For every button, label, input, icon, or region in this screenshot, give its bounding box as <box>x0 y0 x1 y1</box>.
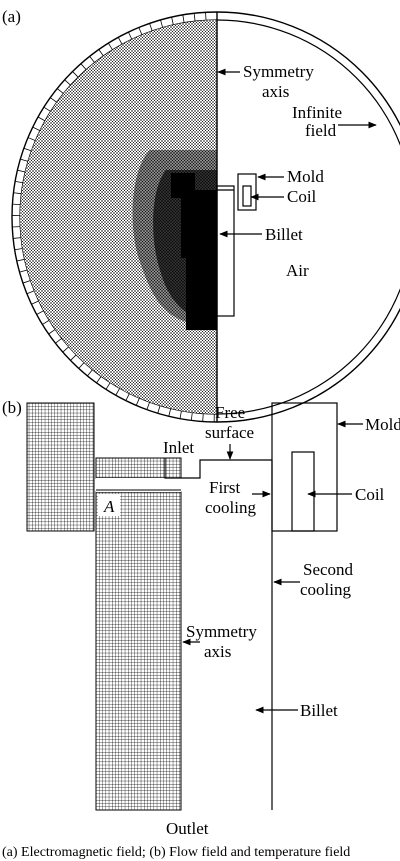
ring-tick <box>15 181 24 184</box>
ring-tick <box>27 137 36 142</box>
inlet-mesh <box>95 457 182 479</box>
ring-tick <box>146 401 150 410</box>
ring-tick <box>32 126 41 132</box>
label-first-1: First <box>209 478 240 497</box>
ring-tick <box>125 393 130 401</box>
ring-tick <box>87 369 93 377</box>
ring-tick <box>96 376 102 384</box>
ring-tick <box>26 290 35 295</box>
ring-tick <box>56 88 64 94</box>
label-billet: Billet <box>265 225 303 244</box>
label-inlet: Inlet <box>163 438 194 457</box>
coil-rect-b <box>291 451 315 532</box>
ring-tick <box>22 280 31 284</box>
ring-tick <box>115 388 121 396</box>
figure-caption: (a) Electromagnetic field; (b) Flow fiel… <box>2 845 350 860</box>
ring-tick <box>43 106 51 112</box>
label-air: Air <box>286 261 309 280</box>
ring-tick <box>98 49 104 57</box>
ring-tick <box>171 17 174 25</box>
ring-tick <box>12 203 21 206</box>
panel-a: (a) Symmetry axis Infinite field Mo <box>2 7 400 423</box>
label-coil: Coil <box>287 187 317 206</box>
ring-tick <box>182 14 185 23</box>
free-surface-outline <box>164 458 272 479</box>
ring-tick <box>20 158 29 162</box>
panel-b: (b) A Free surface Mold Inlet First cool… <box>2 398 400 838</box>
label-coil-b: Coil <box>355 485 385 504</box>
ring-tick <box>62 346 70 353</box>
point-a-box <box>98 494 120 516</box>
label-mold: Mold <box>287 167 324 186</box>
label-point-a: A <box>103 497 115 516</box>
ring-tick <box>36 310 44 315</box>
ring-tick <box>31 300 39 305</box>
ring-tick <box>42 319 50 325</box>
mold-rect-b <box>271 402 338 532</box>
label-sym-b-2: axis <box>204 642 231 661</box>
label-symmetry-1: Symmetry <box>243 62 314 81</box>
ring-tick <box>72 71 79 78</box>
ring-tick <box>135 397 140 406</box>
ring-tick <box>50 97 58 103</box>
ring-tick <box>105 382 111 390</box>
label-first-2: cooling <box>205 498 256 517</box>
ring-tick <box>55 337 63 344</box>
label-infinite-2: field <box>305 121 337 140</box>
ring-tick <box>179 410 182 419</box>
ring-tick <box>157 405 161 414</box>
mesh-left-half <box>20 20 217 414</box>
ring-tick <box>13 237 22 239</box>
ring-tick <box>80 63 87 70</box>
label-second-1: Second <box>303 560 354 579</box>
label-mold-b: Mold <box>365 415 400 434</box>
ring-tick <box>19 269 28 273</box>
ring-tick <box>138 27 143 36</box>
ring-tick <box>13 192 22 195</box>
label-symmetry-2: axis <box>262 82 289 101</box>
ring-tick <box>168 408 172 417</box>
label-sym-b-1: Symmetry <box>186 622 257 641</box>
label-free-2: surface <box>205 423 254 442</box>
panel-b-tag: (b) <box>2 398 22 417</box>
ring-tick <box>202 413 204 422</box>
ring-tick <box>14 248 23 251</box>
ring-tick <box>117 37 123 45</box>
mold-rect <box>237 173 257 211</box>
label-billet-b: Billet <box>300 701 338 720</box>
separator-band <box>96 478 181 492</box>
ring-tick <box>48 329 56 335</box>
panel-a-tag: (a) <box>2 7 21 26</box>
ring-tick <box>108 42 113 51</box>
label-second-2: cooling <box>300 580 351 599</box>
ring-tick <box>23 147 32 152</box>
ring-tick <box>160 19 164 28</box>
ring-tick <box>128 31 133 40</box>
ring-tick <box>193 13 196 22</box>
label-infinite-1: Infinite <box>292 103 342 122</box>
billet-mesh <box>95 491 182 811</box>
ring-tick <box>149 23 153 32</box>
ring-tick <box>17 169 26 173</box>
nozzle-mesh <box>26 402 95 532</box>
ring-tick <box>89 56 95 63</box>
coil-rect <box>242 185 252 207</box>
ring-tick <box>64 79 71 86</box>
ring-tick <box>16 258 25 262</box>
ring-tick <box>190 412 193 421</box>
ring-tick <box>37 116 46 122</box>
ring-tick <box>70 354 77 361</box>
ring-mesh-ticks <box>12 12 218 422</box>
label-outlet: Outlet <box>166 819 209 838</box>
label-free-1: Free <box>215 403 245 422</box>
billet-outline <box>216 185 235 317</box>
ring-tick <box>78 362 85 369</box>
